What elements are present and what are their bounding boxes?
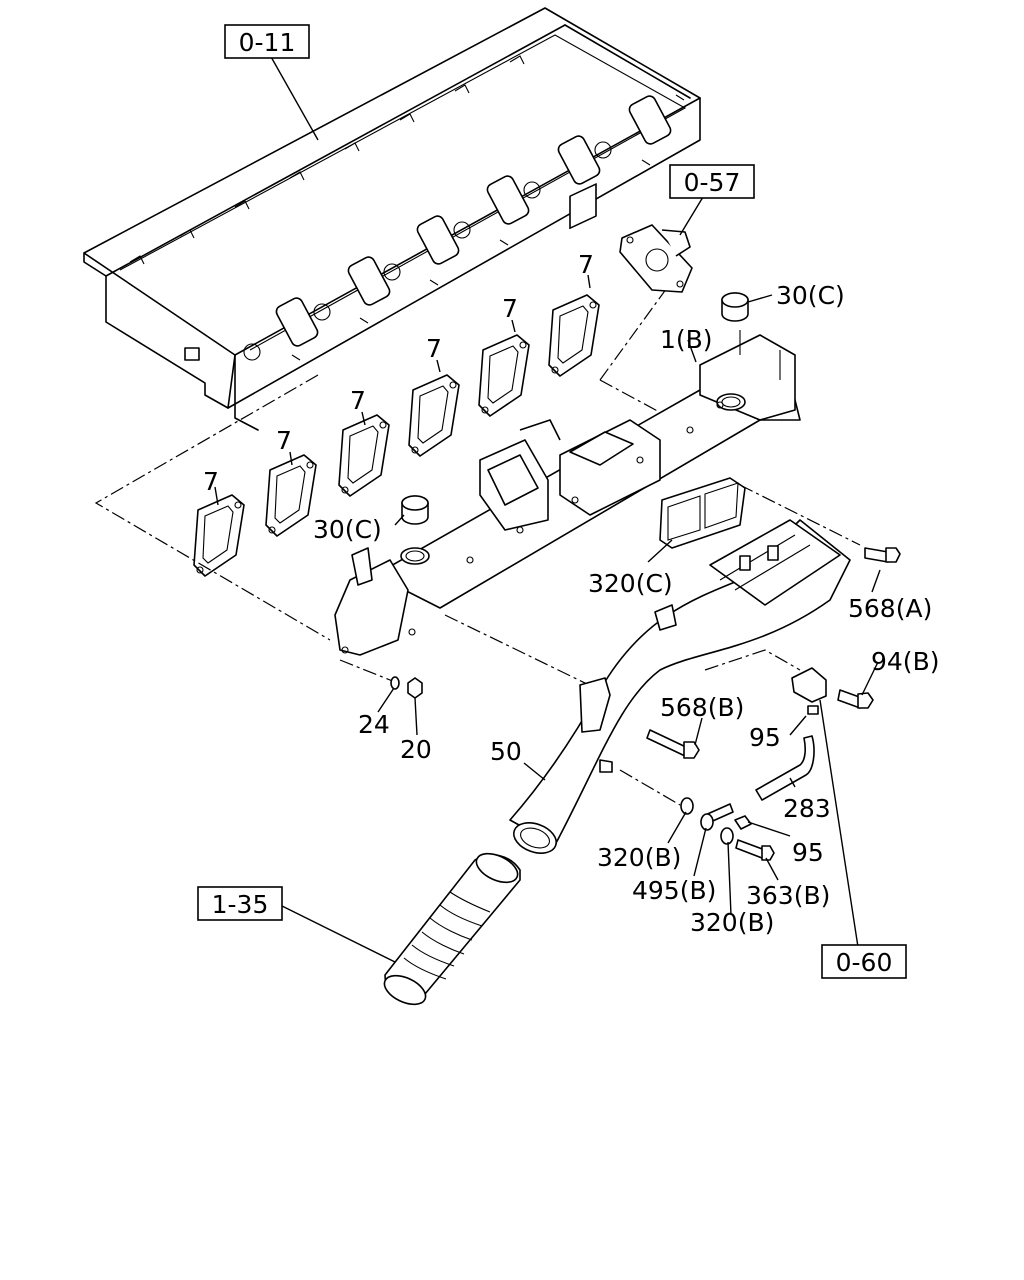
gasket xyxy=(548,294,600,377)
gasket xyxy=(265,454,317,537)
bolt-568a xyxy=(864,547,901,563)
part-label-7: 7 xyxy=(578,250,594,279)
nut-20 xyxy=(390,676,423,699)
part-label-320b: 320(B) xyxy=(597,843,681,872)
part-label-50: 50 xyxy=(490,737,522,766)
part-label-568b: 568(B) xyxy=(660,693,744,722)
outlet-pipe xyxy=(509,519,851,854)
part-label-320b: 320(B) xyxy=(690,908,774,937)
tube-283 xyxy=(755,735,815,801)
bolt-94b xyxy=(837,689,874,709)
part-label-24: 24 xyxy=(358,710,390,739)
gasket-group xyxy=(193,294,600,577)
part-label-363b: 363(B) xyxy=(746,881,830,910)
hose xyxy=(383,852,521,1006)
bolt-568b xyxy=(646,729,700,759)
part-label-30c: 30(C) xyxy=(313,515,382,544)
clip-95 xyxy=(734,815,752,830)
part-label-495b: 495(B) xyxy=(632,876,716,905)
egr-gasket xyxy=(659,477,746,549)
part-label-320c: 320(C) xyxy=(588,569,673,598)
gasket xyxy=(408,374,460,457)
gasket xyxy=(338,414,390,497)
cylinder-head xyxy=(83,7,701,431)
cap xyxy=(721,292,749,322)
ref-box-0-57: 0-57 xyxy=(669,164,755,199)
part-label-7: 7 xyxy=(502,294,518,323)
part-label-283: 283 xyxy=(783,794,831,823)
exhaust-manifold xyxy=(334,183,801,656)
bolt-363b xyxy=(735,839,775,861)
bolt-495b xyxy=(700,803,734,831)
ref-box-1-35: 1-35 xyxy=(197,886,283,921)
ref-box-0-11: 0-11 xyxy=(224,24,310,59)
part-labels: 7 7 7 7 7 7 30(C) 30(C) 1(B) 320(C) 568(… xyxy=(203,250,939,937)
part-label-7: 7 xyxy=(426,334,442,363)
part-label-7: 7 xyxy=(350,386,366,415)
ref-label-0-11: 0-11 xyxy=(239,28,296,57)
cap xyxy=(401,495,429,525)
part-label-20: 20 xyxy=(400,735,432,764)
gasket xyxy=(478,334,530,417)
egr-valve-fitting xyxy=(791,667,827,715)
part-label-7: 7 xyxy=(276,426,292,455)
ref-label-1-35: 1-35 xyxy=(212,890,269,919)
ref-box-0-60: 0-60 xyxy=(821,944,907,979)
part-label-94b: 94(B) xyxy=(871,647,939,676)
washer-320b xyxy=(680,797,734,845)
part-label-30c: 30(C) xyxy=(776,281,845,310)
leader-lines xyxy=(214,54,881,963)
part-label-568a: 568(A) xyxy=(848,594,932,623)
part-label-7: 7 xyxy=(203,467,219,496)
part-label-1b: 1(B) xyxy=(660,325,713,354)
part-label-95: 95 xyxy=(749,723,781,752)
egr-cover-plate xyxy=(619,224,693,293)
ref-label-0-57: 0-57 xyxy=(684,168,741,197)
gasket xyxy=(193,494,245,577)
ref-label-0-60: 0-60 xyxy=(836,948,893,977)
part-label-95: 95 xyxy=(792,838,824,867)
